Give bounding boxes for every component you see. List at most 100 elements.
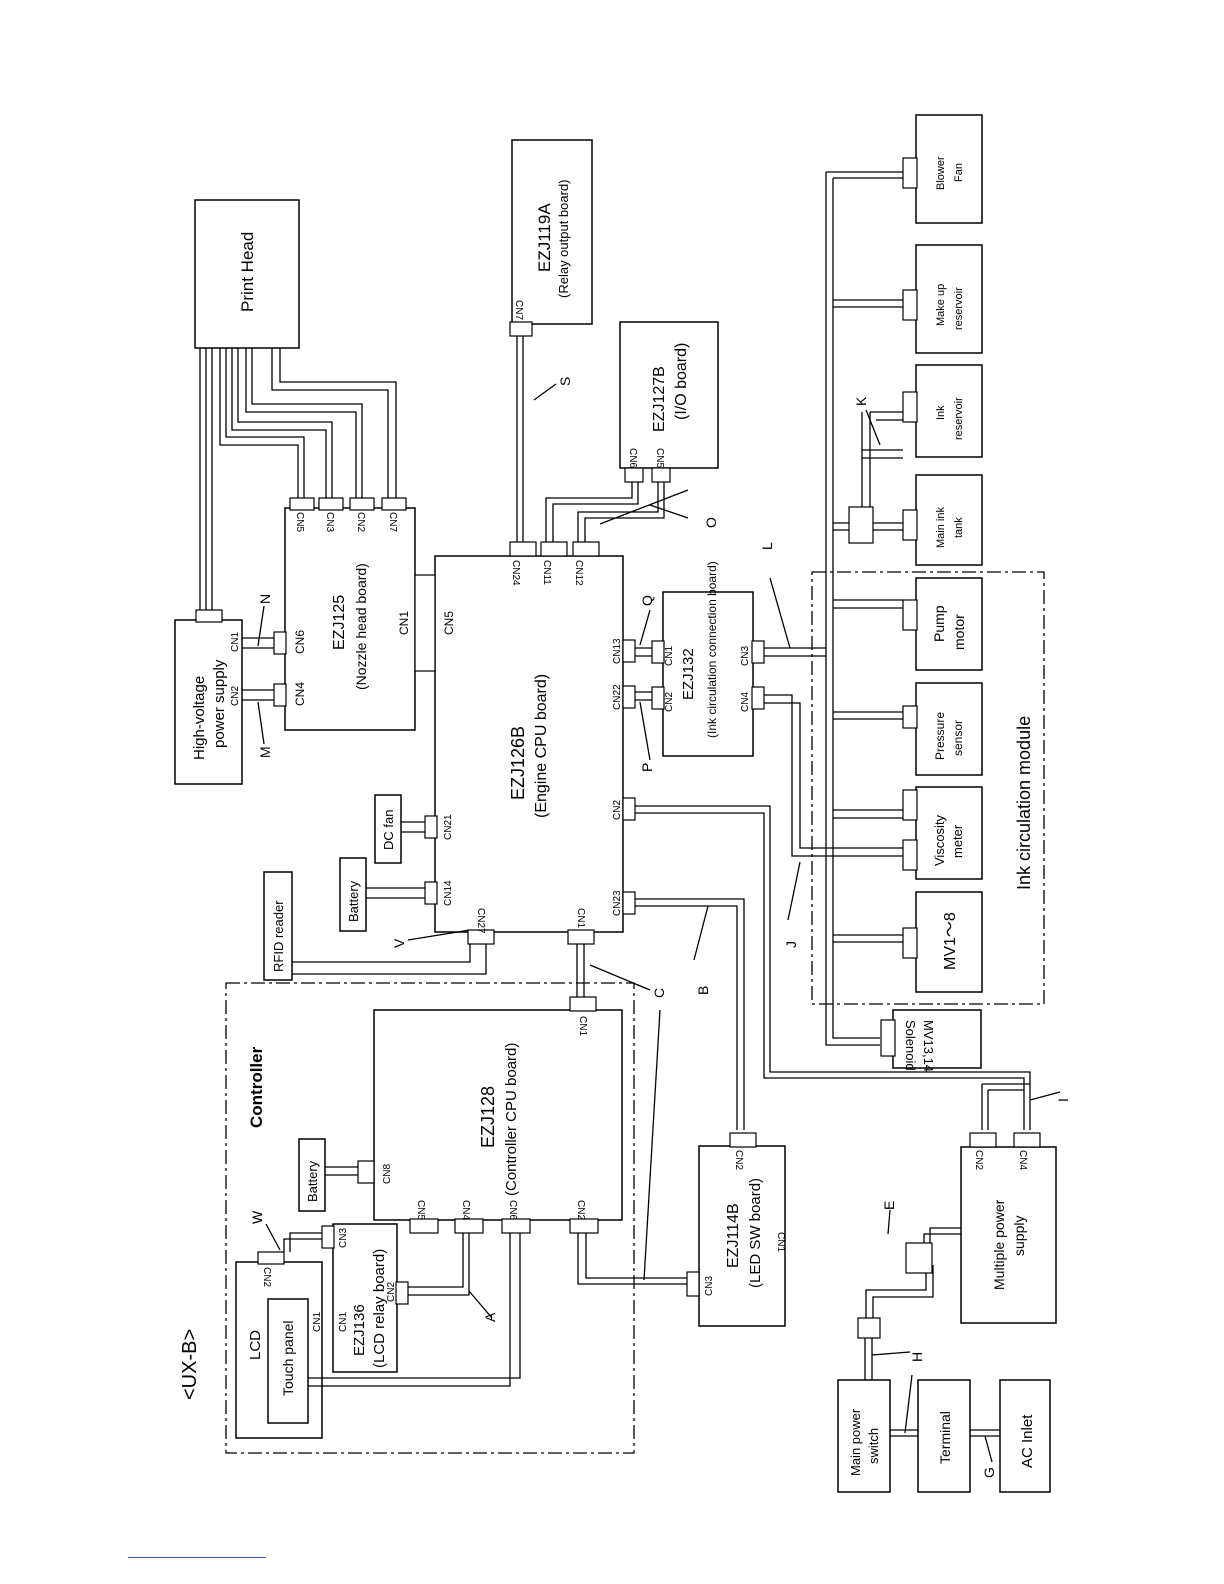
blower-fan-label-2: Fan (953, 163, 965, 182)
cn-label: CN1 (775, 1232, 786, 1252)
rfid-reader-label: RFID reader (271, 900, 286, 972)
make-up-reservoir-box (915, 244, 983, 354)
cn-label: CN14 (443, 880, 454, 906)
ezj126b-box (434, 555, 624, 933)
make-up-reservoir-label-1: Make up (935, 284, 947, 326)
cn-label: CN7 (513, 300, 524, 320)
harness-label-m: M (257, 746, 273, 758)
solenoid-label-1: Solenoid (903, 1020, 918, 1071)
cn-label: CN1 (312, 1312, 323, 1332)
ezj119a-desc: (Relay output board) (556, 179, 571, 298)
harness-label-h: H (909, 1352, 925, 1362)
ezj136-name: EZJ136 (351, 1304, 368, 1356)
main-ink-tank-label-1: Main ink (935, 507, 947, 548)
harness-label-w: W (249, 1210, 265, 1224)
battery-controller-label: Battery (305, 1160, 320, 1202)
battery-controller-box (298, 1138, 326, 1212)
cn-label: CN5 (442, 611, 456, 635)
footer-rule (128, 1557, 266, 1558)
ezj114b-desc: (LED SW board) (747, 1178, 764, 1288)
cn-label: CN1 (397, 611, 411, 635)
dc-fan-box (374, 794, 402, 864)
ezj128-desc: (Controller CPU board) (503, 1043, 520, 1196)
main-power-switch-label-1: Main power (848, 1408, 863, 1476)
solenoid-box (892, 1009, 982, 1069)
cn-label: CN8 (382, 1164, 393, 1184)
cn-label: CN2 (386, 1282, 397, 1302)
harness-label-q: Q (639, 595, 655, 606)
cn-label: CN5 (294, 512, 305, 532)
cn-label: CN4 (460, 1200, 471, 1220)
cn-label: CN4 (293, 682, 307, 706)
cn-label: CN2 (230, 686, 241, 706)
connector-stubs (195, 157, 1041, 1305)
cn-label: CN24 (510, 560, 521, 586)
cn-label: CN6 (507, 1200, 518, 1220)
inline-connector-k (848, 506, 874, 544)
cn-label: CN2 (973, 1150, 984, 1170)
harness-label-o: O (703, 517, 719, 528)
ezj132-box (662, 591, 754, 757)
pressure-sensor-label-2: sensor (951, 720, 965, 756)
ac-inlet-box (999, 1379, 1051, 1493)
harness-label-v: V (391, 938, 407, 948)
cn-label: CN27 (475, 908, 486, 934)
print-head-box (194, 199, 300, 349)
ezj119a-name: EZJ119A (535, 203, 554, 272)
ink-reservoir-label-2: reservoir (953, 397, 965, 440)
cn-label: CN1 (664, 646, 675, 666)
harness-label-l: L (759, 542, 775, 550)
hv-supply-label-1: High-voltage (191, 676, 208, 760)
ezj128-name: EZJ128 (478, 1086, 498, 1148)
cn-label: CN4 (740, 692, 751, 712)
viscosity-meter-label-1: Viscosity (932, 814, 947, 866)
ezj119a-box (511, 139, 593, 325)
blower-fan-label-1: Blower (935, 156, 947, 190)
pump-motor-label-2: motor (951, 614, 967, 650)
wires (199, 171, 1061, 1463)
multiple-power-supply-label-1: Multiple power (991, 1199, 1007, 1290)
dc-fan-label: DC fan (381, 810, 396, 850)
cn-label: CN6 (627, 448, 638, 468)
controller-group-outline (225, 982, 635, 1454)
main-ink-tank-box (915, 474, 983, 566)
ezj136-box (332, 1223, 398, 1373)
cn-label: CN23 (612, 890, 623, 916)
battery-engine-label: Battery (346, 880, 361, 922)
ezj126b-desc: (Engine CPU board) (533, 674, 550, 818)
cn-label: CN2 (612, 800, 623, 820)
ezj128-box (373, 1009, 623, 1221)
ezj125-desc: (Nozzle head board) (353, 563, 369, 690)
harness-label-c: C (651, 988, 667, 998)
cn-label: CN5 (654, 448, 665, 468)
harness-label-p: P (639, 763, 655, 772)
multiple-power-supply-box (960, 1146, 1057, 1324)
inline-connector-h (857, 1317, 881, 1339)
pump-motor-box (915, 577, 983, 671)
harness-label-j: J (783, 941, 799, 948)
ink-reservoir-box (915, 364, 983, 458)
cn-label: CN22 (612, 684, 623, 710)
viscosity-meter-label-2: meter (950, 824, 965, 858)
cn-label: CN21 (443, 814, 454, 840)
cn-label: CN3 (324, 512, 335, 532)
inline-connector-e (905, 1242, 933, 1274)
connector-labels: CN5 CN3 CN2 CN7 CN6 CN4 CN1 CN1 CN2 CN5 … (230, 300, 1028, 1332)
cn-label: CN5 (415, 1200, 426, 1220)
cn-label: CN7 (387, 512, 398, 532)
controller-group-label: Controller (247, 1046, 266, 1128)
cn-label: CN4 (1017, 1150, 1028, 1170)
ezj132-desc: (Ink circulation connection board) (705, 561, 719, 738)
ezj127b-name: EZJ127B (651, 366, 668, 432)
cn-label: CN2 (733, 1150, 744, 1170)
cn-label: CN2 (575, 1200, 586, 1220)
hv-supply-label-2: power supply (211, 659, 228, 748)
multiple-power-supply-label-2: supply (1011, 1216, 1027, 1256)
ezj126b-name: EZJ126B (508, 726, 528, 800)
cn-label: CN1 (338, 1312, 349, 1332)
pump-motor-label-1: Pump (931, 605, 947, 642)
terminal-label: Terminal (937, 1411, 953, 1464)
ink-circulation-group-label: Ink circulation module (1014, 716, 1034, 890)
rfid-reader-box (263, 871, 293, 981)
ink-circulation-group-outline (811, 571, 1045, 1005)
